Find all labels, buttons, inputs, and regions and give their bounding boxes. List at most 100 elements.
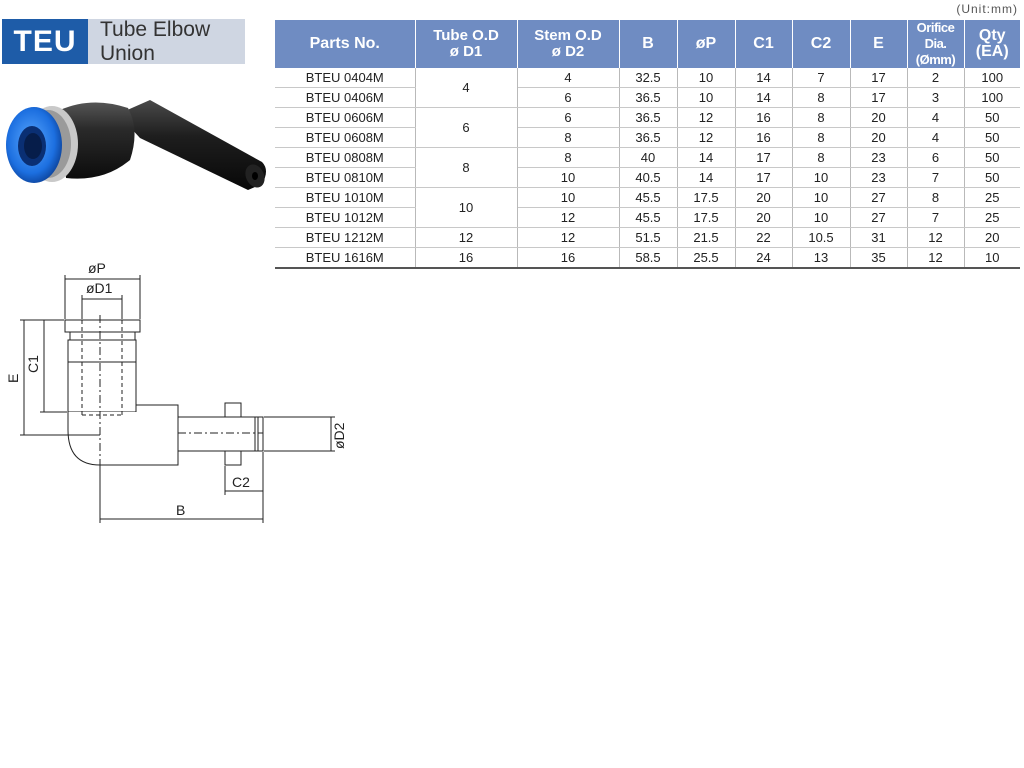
cell-d1: 6 bbox=[415, 107, 518, 148]
col-header-e: E bbox=[850, 20, 908, 68]
cell-b: 40 bbox=[619, 147, 678, 168]
cell-orifice: 7 bbox=[907, 167, 965, 188]
cell-p: 12 bbox=[677, 127, 736, 148]
col-header-c1: C1 bbox=[735, 20, 793, 68]
cell-b: 51.5 bbox=[619, 227, 678, 248]
cell-orifice: 7 bbox=[907, 207, 965, 228]
cell-orifice: 3 bbox=[907, 87, 965, 108]
unit-note: (Unit:mm) bbox=[956, 2, 1018, 16]
label-p: øP bbox=[88, 260, 106, 276]
cell-qty: 50 bbox=[964, 147, 1020, 168]
cell-p: 17.5 bbox=[677, 207, 736, 228]
cell-p: 17.5 bbox=[677, 187, 736, 208]
cell-b: 36.5 bbox=[619, 107, 678, 128]
dimension-drawing: øP øD1 E C1 øD2 C2 B bbox=[5, 260, 345, 523]
cell-qty: 10 bbox=[964, 247, 1020, 269]
cell-b: 36.5 bbox=[619, 87, 678, 108]
col-header-qty: Qty(EA) bbox=[964, 20, 1020, 68]
product-code: TEU bbox=[2, 19, 88, 64]
cell-e: 31 bbox=[850, 227, 908, 248]
cell-c1: 14 bbox=[735, 87, 793, 108]
cell-b: 36.5 bbox=[619, 127, 678, 148]
cell-p: 14 bbox=[677, 167, 736, 188]
cell-d2: 6 bbox=[517, 87, 620, 108]
cell-orifice: 12 bbox=[907, 227, 965, 248]
cell-part: BTEU 0606M bbox=[275, 107, 416, 128]
cell-c1: 16 bbox=[735, 127, 793, 148]
cell-part: BTEU 1010M bbox=[275, 187, 416, 208]
col-header-c2: C2 bbox=[792, 20, 851, 68]
cell-part: BTEU 0608M bbox=[275, 127, 416, 148]
col-header-p: øP bbox=[677, 20, 736, 68]
cell-c1: 14 bbox=[735, 68, 793, 88]
cell-c2: 8 bbox=[792, 147, 851, 168]
cell-c1: 24 bbox=[735, 247, 793, 269]
cell-c2: 8 bbox=[792, 107, 851, 128]
cell-d2: 12 bbox=[517, 207, 620, 228]
cell-c2: 7 bbox=[792, 68, 851, 88]
product-photo bbox=[6, 100, 266, 190]
cell-b: 40.5 bbox=[619, 167, 678, 188]
label-b: B bbox=[176, 502, 185, 518]
cell-c2: 8 bbox=[792, 127, 851, 148]
cell-part: BTEU 1616M bbox=[275, 247, 416, 269]
label-e: E bbox=[5, 374, 21, 383]
label-d1: øD1 bbox=[86, 280, 113, 296]
cell-d1: 12 bbox=[415, 227, 518, 248]
cell-orifice: 8 bbox=[907, 187, 965, 208]
cell-c2: 8 bbox=[792, 87, 851, 108]
cell-c1: 17 bbox=[735, 167, 793, 188]
label-c1: C1 bbox=[25, 355, 41, 373]
cell-d2: 8 bbox=[517, 147, 620, 168]
product-name: Tube Elbow Union bbox=[88, 18, 245, 65]
cell-d2: 10 bbox=[517, 187, 620, 208]
cell-orifice: 4 bbox=[907, 107, 965, 128]
cell-e: 20 bbox=[850, 107, 908, 128]
cell-p: 25.5 bbox=[677, 247, 736, 269]
cell-p: 10 bbox=[677, 68, 736, 88]
cell-part: BTEU 1012M bbox=[275, 207, 416, 228]
col-header-parts: Parts No. bbox=[275, 20, 416, 68]
cell-c2: 13 bbox=[792, 247, 851, 269]
cell-d2: 6 bbox=[517, 107, 620, 128]
cell-qty: 25 bbox=[964, 187, 1020, 208]
cell-part: BTEU 0406M bbox=[275, 87, 416, 108]
col-header-b: B bbox=[619, 20, 678, 68]
cell-part: BTEU 0808M bbox=[275, 147, 416, 168]
cell-d2: 16 bbox=[517, 247, 620, 269]
cell-d2: 4 bbox=[517, 68, 620, 88]
cell-d2: 12 bbox=[517, 227, 620, 248]
label-c2: C2 bbox=[232, 474, 250, 490]
cell-e: 17 bbox=[850, 68, 908, 88]
cell-p: 14 bbox=[677, 147, 736, 168]
cell-orifice: 12 bbox=[907, 247, 965, 269]
cell-e: 35 bbox=[850, 247, 908, 269]
cell-qty: 50 bbox=[964, 107, 1020, 128]
cell-p: 12 bbox=[677, 107, 736, 128]
cell-c2: 10 bbox=[792, 167, 851, 188]
cell-qty: 100 bbox=[964, 87, 1020, 108]
cell-c1: 16 bbox=[735, 107, 793, 128]
cell-e: 27 bbox=[850, 207, 908, 228]
cell-c1: 22 bbox=[735, 227, 793, 248]
cell-orifice: 4 bbox=[907, 127, 965, 148]
col-header-orifice: Orifice Dia.(Ømm) bbox=[907, 20, 965, 68]
cell-qty: 100 bbox=[964, 68, 1020, 88]
cell-qty: 50 bbox=[964, 127, 1020, 148]
cell-qty: 50 bbox=[964, 167, 1020, 188]
cell-orifice: 2 bbox=[907, 68, 965, 88]
cell-qty: 25 bbox=[964, 207, 1020, 228]
product-title-badge: TEU Tube Elbow Union bbox=[2, 18, 245, 65]
cell-c2: 10 bbox=[792, 187, 851, 208]
cell-p: 10 bbox=[677, 87, 736, 108]
